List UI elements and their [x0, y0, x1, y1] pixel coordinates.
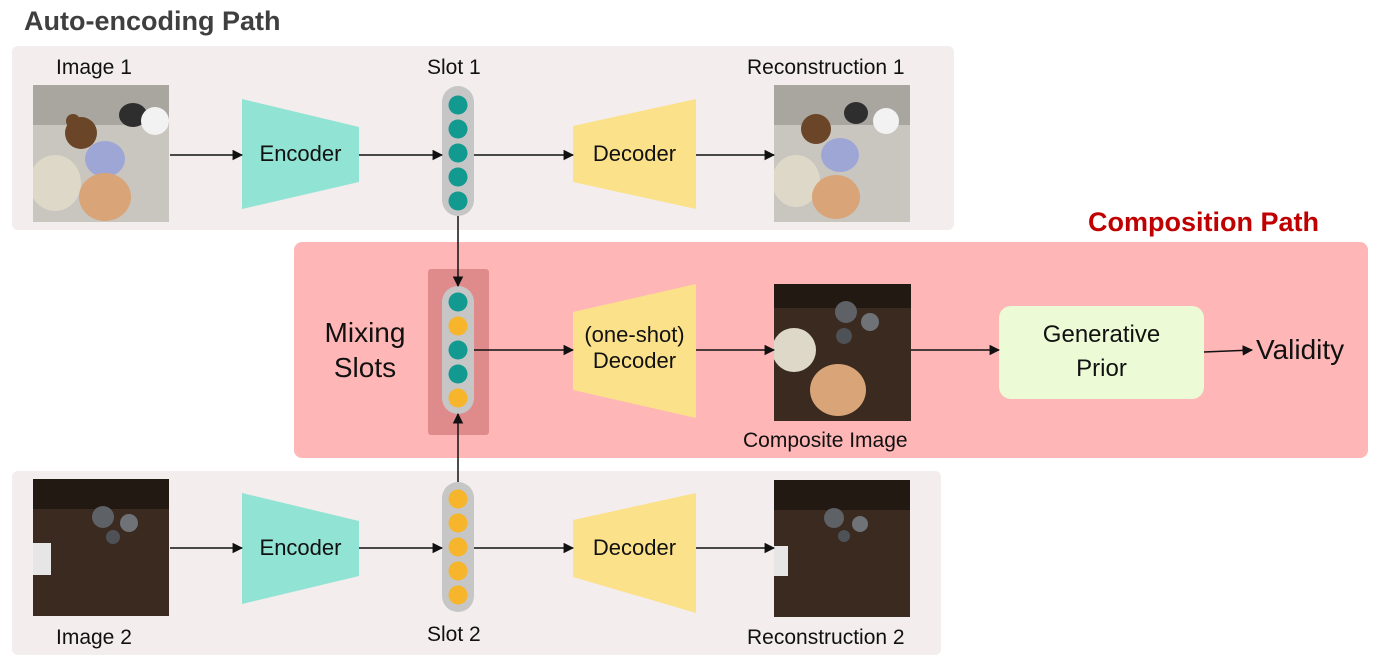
image-2-photo [33, 479, 169, 616]
slot-2-label: Slot 2 [427, 623, 481, 646]
reconstruction-2-label: Reconstruction 2 [747, 626, 905, 649]
reconstruction-1-label: Reconstruction 1 [747, 56, 905, 79]
oneshot-decoder-label: (one-shot) Decoder [573, 322, 696, 375]
image-1-photo [33, 85, 169, 222]
encoder-top-shape [242, 99, 359, 209]
generative-prior-line-2: Prior [1076, 354, 1127, 382]
image-1-label: Image 1 [56, 56, 132, 79]
composite-image-label: Composite Image [743, 429, 908, 452]
encoder-top-label: Encoder [259, 141, 342, 166]
slot-2-dot-4 [448, 561, 468, 581]
decoder-top-label: Decoder [592, 141, 677, 166]
encoder-bottom-label: Encoder [259, 535, 342, 560]
autoencoding-path-title: Auto-encoding Path [24, 6, 281, 36]
slot-2-dot-5 [448, 585, 468, 605]
mixed-slot-dot-3 [448, 340, 468, 360]
mixing-slots-line-1: Mixing [324, 317, 406, 348]
slot-1-label: Slot 1 [427, 56, 481, 79]
decoder-bottom-label: Decoder [592, 535, 677, 560]
mixing-slots-line-2: Slots [333, 352, 397, 383]
slot-2-dot-1 [448, 489, 468, 509]
slot-2-dot-2 [448, 513, 468, 533]
arrow-prior-to-validity [1203, 345, 1254, 356]
slot-1-dot-2 [448, 119, 468, 139]
generative-prior-line-1: Generative [1042, 321, 1161, 348]
slot-2-dot-3 [448, 537, 468, 557]
image-2-label: Image 2 [56, 626, 132, 649]
decoder-bottom-shape [573, 493, 696, 613]
slot-1-dot-3 [448, 143, 468, 163]
oneshot-decoder-line-1: (one-shot) [584, 322, 685, 347]
generative-prior-box [999, 306, 1204, 399]
slot-2-dots [448, 489, 468, 605]
composition-path-title: Composition Path [1088, 207, 1319, 237]
generative-prior-label: Generative Prior [999, 318, 1204, 385]
reconstruction-2-photo [774, 480, 910, 617]
mixed-slot-dot-2 [448, 316, 468, 336]
mixed-slot-dots [448, 292, 468, 408]
mixing-slots-label: Mixing Slots [310, 315, 420, 385]
reconstruction-1-photo [774, 85, 910, 222]
slot-1-dot-4 [448, 167, 468, 187]
slot-1-dot-5 [448, 191, 468, 211]
composite-image-photo [774, 284, 911, 421]
oneshot-decoder-shape [573, 284, 696, 418]
mixed-slot-dot-5 [448, 388, 468, 408]
oneshot-decoder-line-2: Decoder [592, 348, 677, 374]
validity-label: Validity [1256, 334, 1345, 365]
decoder-top-shape [573, 99, 696, 209]
mixed-slot-dot-4 [448, 364, 468, 384]
encoder-bottom-shape [242, 493, 359, 604]
slot-1-dots [448, 95, 468, 211]
slot-1-dot-1 [448, 95, 468, 115]
mixed-slot-dot-1 [448, 292, 468, 312]
